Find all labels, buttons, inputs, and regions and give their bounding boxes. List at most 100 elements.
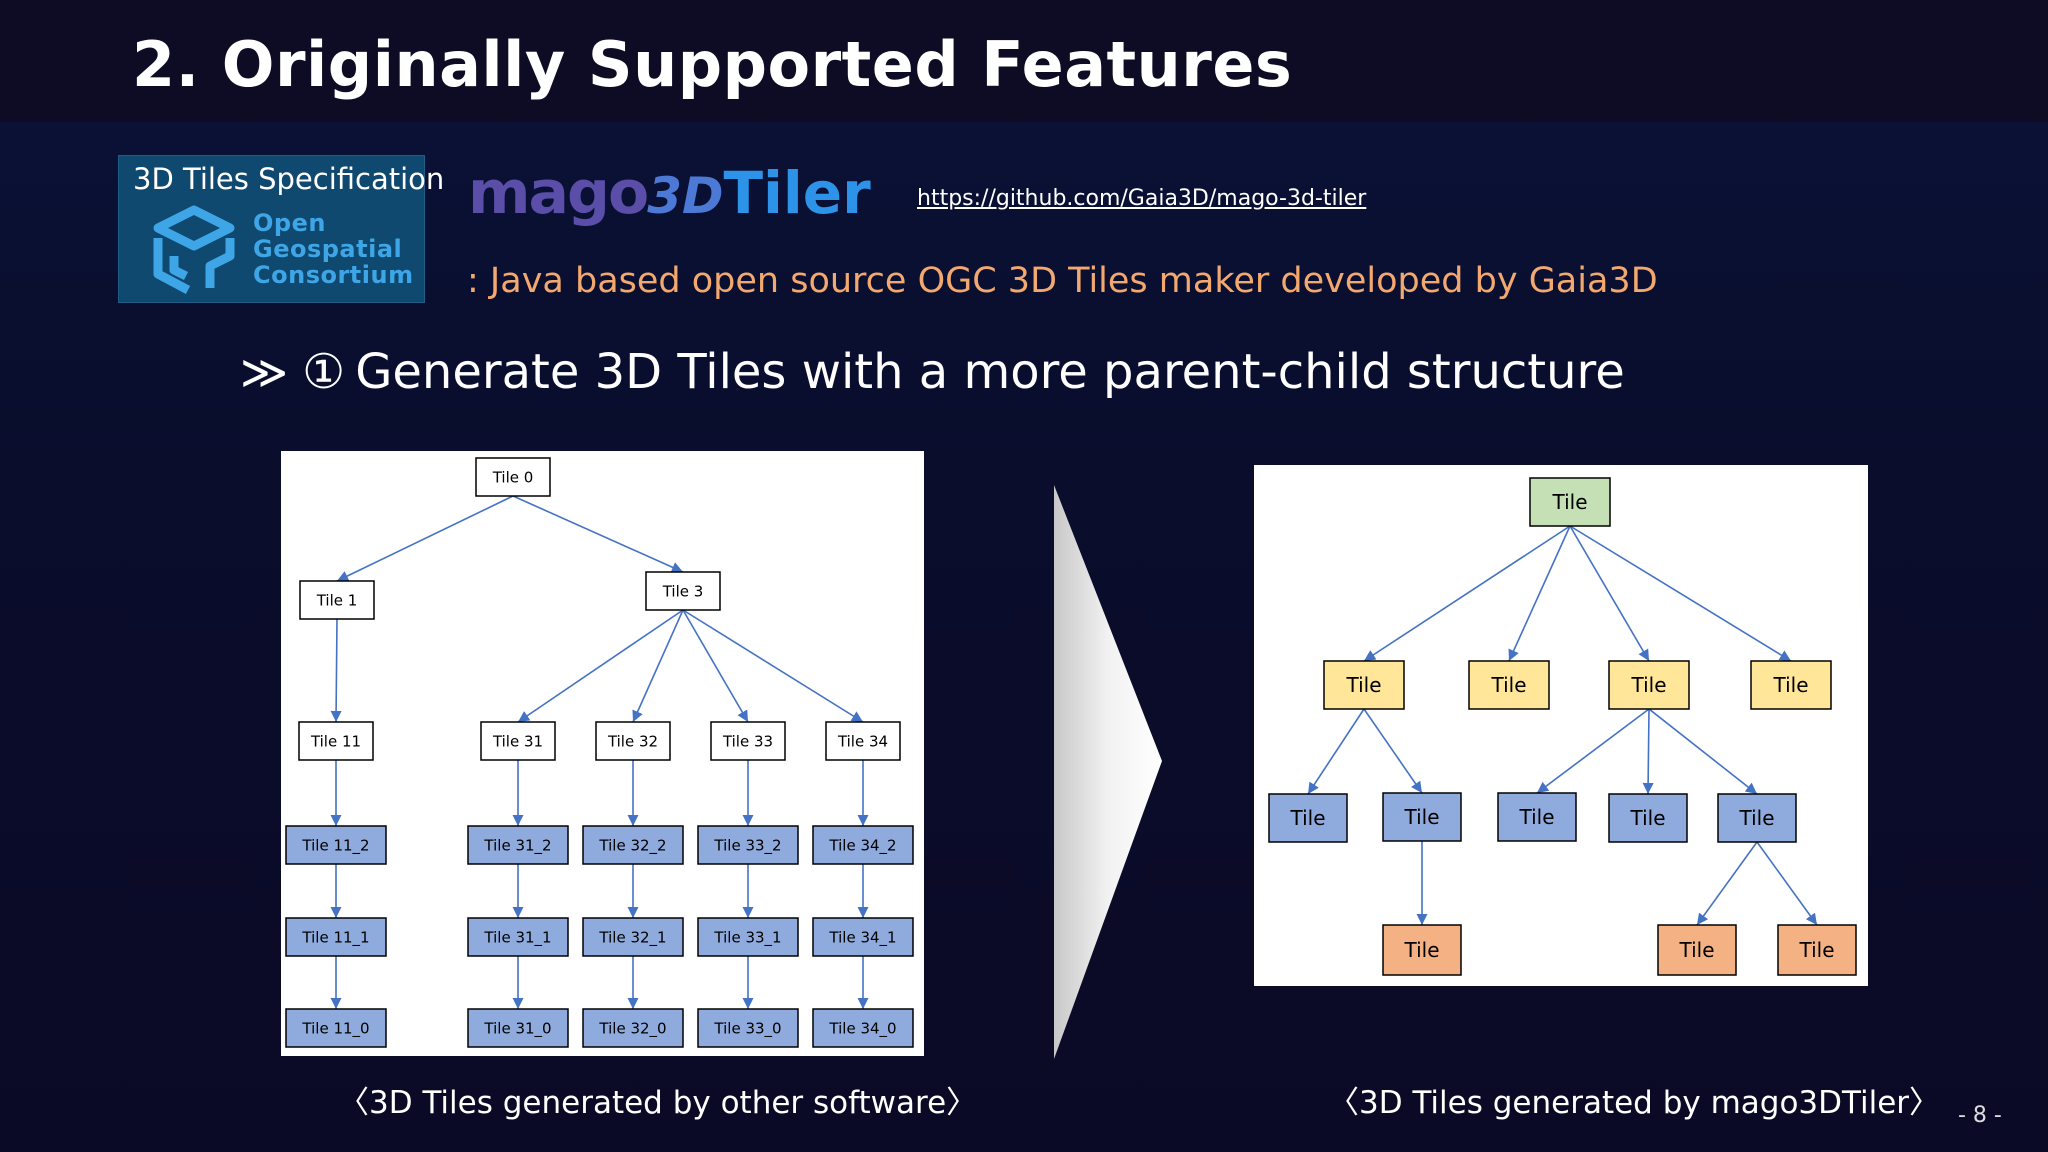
left-node-label: Tile 11_2 — [301, 836, 369, 855]
bullet-text: Generate 3D Tiles with a more parent-chi… — [355, 344, 1625, 400]
left-node-label: Tile 33 — [722, 732, 773, 750]
left-node-t0: Tile 0 — [475, 457, 551, 497]
mago-logo-part3: Tiler — [723, 159, 871, 227]
left-node-box — [298, 721, 374, 761]
left-node-box — [697, 825, 799, 865]
left-node-box — [812, 825, 914, 865]
right-node-c1: Tile — [1382, 924, 1462, 976]
right-edge-a3-b5 — [1648, 708, 1758, 795]
left-node-t32_0: Tile 32_0 — [582, 1008, 684, 1048]
left-node-box — [697, 917, 799, 957]
right-node-label: Tile — [1738, 806, 1774, 830]
right-node-label: Tile — [1345, 673, 1381, 697]
right-caption: 〈3D Tiles generated by mago3DTiler〉 — [1328, 1085, 1941, 1121]
right-node-label: Tile — [1490, 673, 1526, 697]
left-node-label: Tile 31_2 — [483, 836, 551, 855]
right-node-a4: Tile — [1750, 660, 1832, 710]
right-node-box — [1382, 792, 1462, 842]
left-node-box — [710, 721, 786, 761]
github-link[interactable]: https://github.com/Gaia3D/mago-3d-tiler — [917, 186, 1367, 211]
transition-arrow-shape — [1054, 485, 1162, 1059]
right-node-b2: Tile — [1382, 792, 1462, 842]
left-node-label: Tile 34_1 — [828, 928, 896, 947]
left-node-t33_0: Tile 33_0 — [697, 1008, 799, 1048]
right-node-box — [1497, 792, 1577, 842]
right-node-c2: Tile — [1657, 924, 1737, 976]
left-node-box — [299, 580, 375, 620]
right-node-label: Tile — [1629, 806, 1665, 830]
left-node-label: Tile 11 — [310, 732, 361, 750]
left-node-t33_1: Tile 33_1 — [697, 917, 799, 957]
right-node-b1: Tile — [1268, 793, 1348, 843]
left-node-t34_0: Tile 34_0 — [812, 1008, 914, 1048]
title-bar — [0, 0, 2048, 122]
left-node-t1: Tile 1 — [299, 580, 375, 620]
right-node-c3: Tile — [1777, 924, 1857, 976]
left-node-box — [595, 721, 671, 761]
left-node-t33_2: Tile 33_2 — [697, 825, 799, 865]
right-edge-r0-a1 — [1363, 525, 1571, 662]
left-node-label: Tile 32 — [607, 732, 658, 750]
left-node-t34: Tile 34 — [825, 721, 901, 761]
right-node-a1: Tile — [1323, 660, 1405, 710]
mago-description: : Java based open source OGC 3D Tiles ma… — [467, 261, 1658, 301]
left-node-t31_2: Tile 31_2 — [467, 825, 569, 865]
right-node-box — [1608, 793, 1688, 843]
left-node-label: Tile 31_1 — [483, 928, 551, 947]
left-node-t32_2: Tile 32_2 — [582, 825, 684, 865]
left-node-label: Tile 3 — [662, 582, 704, 600]
right-node-b4: Tile — [1608, 793, 1688, 843]
left-node-t3: Tile 3 — [645, 571, 721, 611]
ogc-heading: 3D Tiles Specification — [133, 162, 445, 196]
bullet-number: ① — [302, 344, 346, 400]
left-node-label: Tile 33_0 — [713, 1019, 781, 1038]
left-node-label: Tile 34 — [837, 732, 888, 750]
left-node-box — [285, 917, 387, 957]
right-edge-a3-b4 — [1642, 708, 1654, 795]
right-node-box — [1750, 660, 1832, 710]
right-node-label: Tile — [1403, 938, 1439, 962]
left-node-box — [285, 1008, 387, 1048]
left-node-label: Tile 11_1 — [301, 928, 369, 947]
left-node-t32: Tile 32 — [595, 721, 671, 761]
right-node-a2: Tile — [1468, 660, 1550, 710]
double-chevron-icon: ≫ — [240, 345, 289, 399]
right-edge-r0-a2 — [1508, 525, 1571, 662]
left-edge-t3-t31 — [517, 609, 684, 723]
left-edge-t3-t34 — [682, 609, 864, 723]
left-node-box — [582, 917, 684, 957]
right-node-box — [1268, 793, 1348, 843]
right-node-b3: Tile — [1497, 792, 1577, 842]
left-node-t32_1: Tile 32_1 — [582, 917, 684, 957]
left-edge-t3-t32 — [632, 609, 684, 723]
right-node-box — [1777, 924, 1857, 976]
left-node-box — [285, 825, 387, 865]
mago-logo-part1: mago — [468, 158, 649, 228]
right-node-box — [1323, 660, 1405, 710]
left-node-t11_0: Tile 11_0 — [285, 1008, 387, 1048]
left-node-box — [467, 1008, 569, 1048]
right-node-label: Tile — [1772, 673, 1808, 697]
left-edge-t0-t3 — [512, 495, 684, 573]
left-node-label: Tile 31 — [492, 732, 543, 750]
right-node-label: Tile — [1551, 490, 1587, 514]
right-edge-a1-b1 — [1307, 708, 1365, 795]
right-node-label: Tile — [1798, 938, 1834, 962]
left-node-label: Tile 1 — [316, 591, 358, 609]
right-node-a3: Tile — [1608, 660, 1690, 710]
page-title: 2. Originally Supported Features — [132, 28, 1293, 101]
right-edge-a1-b2 — [1363, 708, 1423, 794]
right-node-box — [1717, 793, 1797, 843]
left-node-label: Tile 33_1 — [713, 928, 781, 947]
left-tile-tree: Tile 0 Tile 1 Tile 3 Tile 11 Tile 31 Tile 32 T… — [285, 457, 914, 1048]
left-node-label: Tile 32_0 — [598, 1019, 666, 1038]
left-node-box — [582, 1008, 684, 1048]
left-node-t11_1: Tile 11_1 — [285, 917, 387, 957]
left-node-label: Tile 32_1 — [598, 928, 666, 947]
left-node-t33: Tile 33 — [710, 721, 786, 761]
right-edge-r0-a3 — [1569, 525, 1650, 662]
right-node-box — [1529, 477, 1611, 527]
